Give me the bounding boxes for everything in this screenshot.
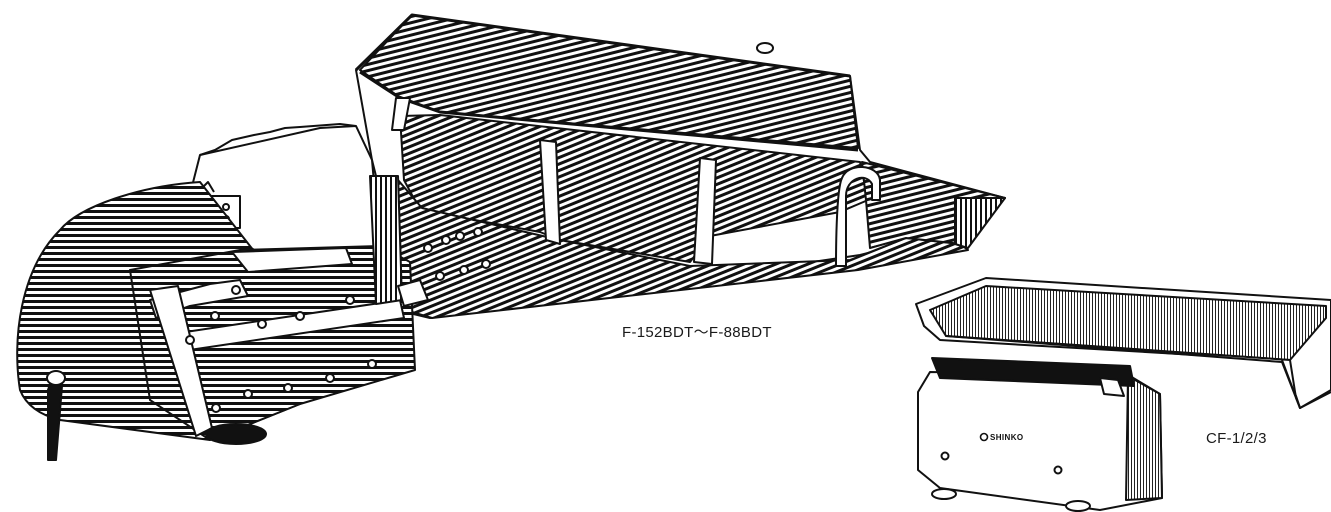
caption-large-feeder: F-152BDT～F-88BDT <box>622 324 772 341</box>
caption-compact-feeder: CF-1/2/3 <box>1206 430 1267 447</box>
main-housing <box>16 175 491 461</box>
trough-hopper <box>354 13 1006 319</box>
shinko-logo: SHINKO <box>979 432 1024 442</box>
svg-text:SHINKO: SHINKO <box>990 433 1024 442</box>
